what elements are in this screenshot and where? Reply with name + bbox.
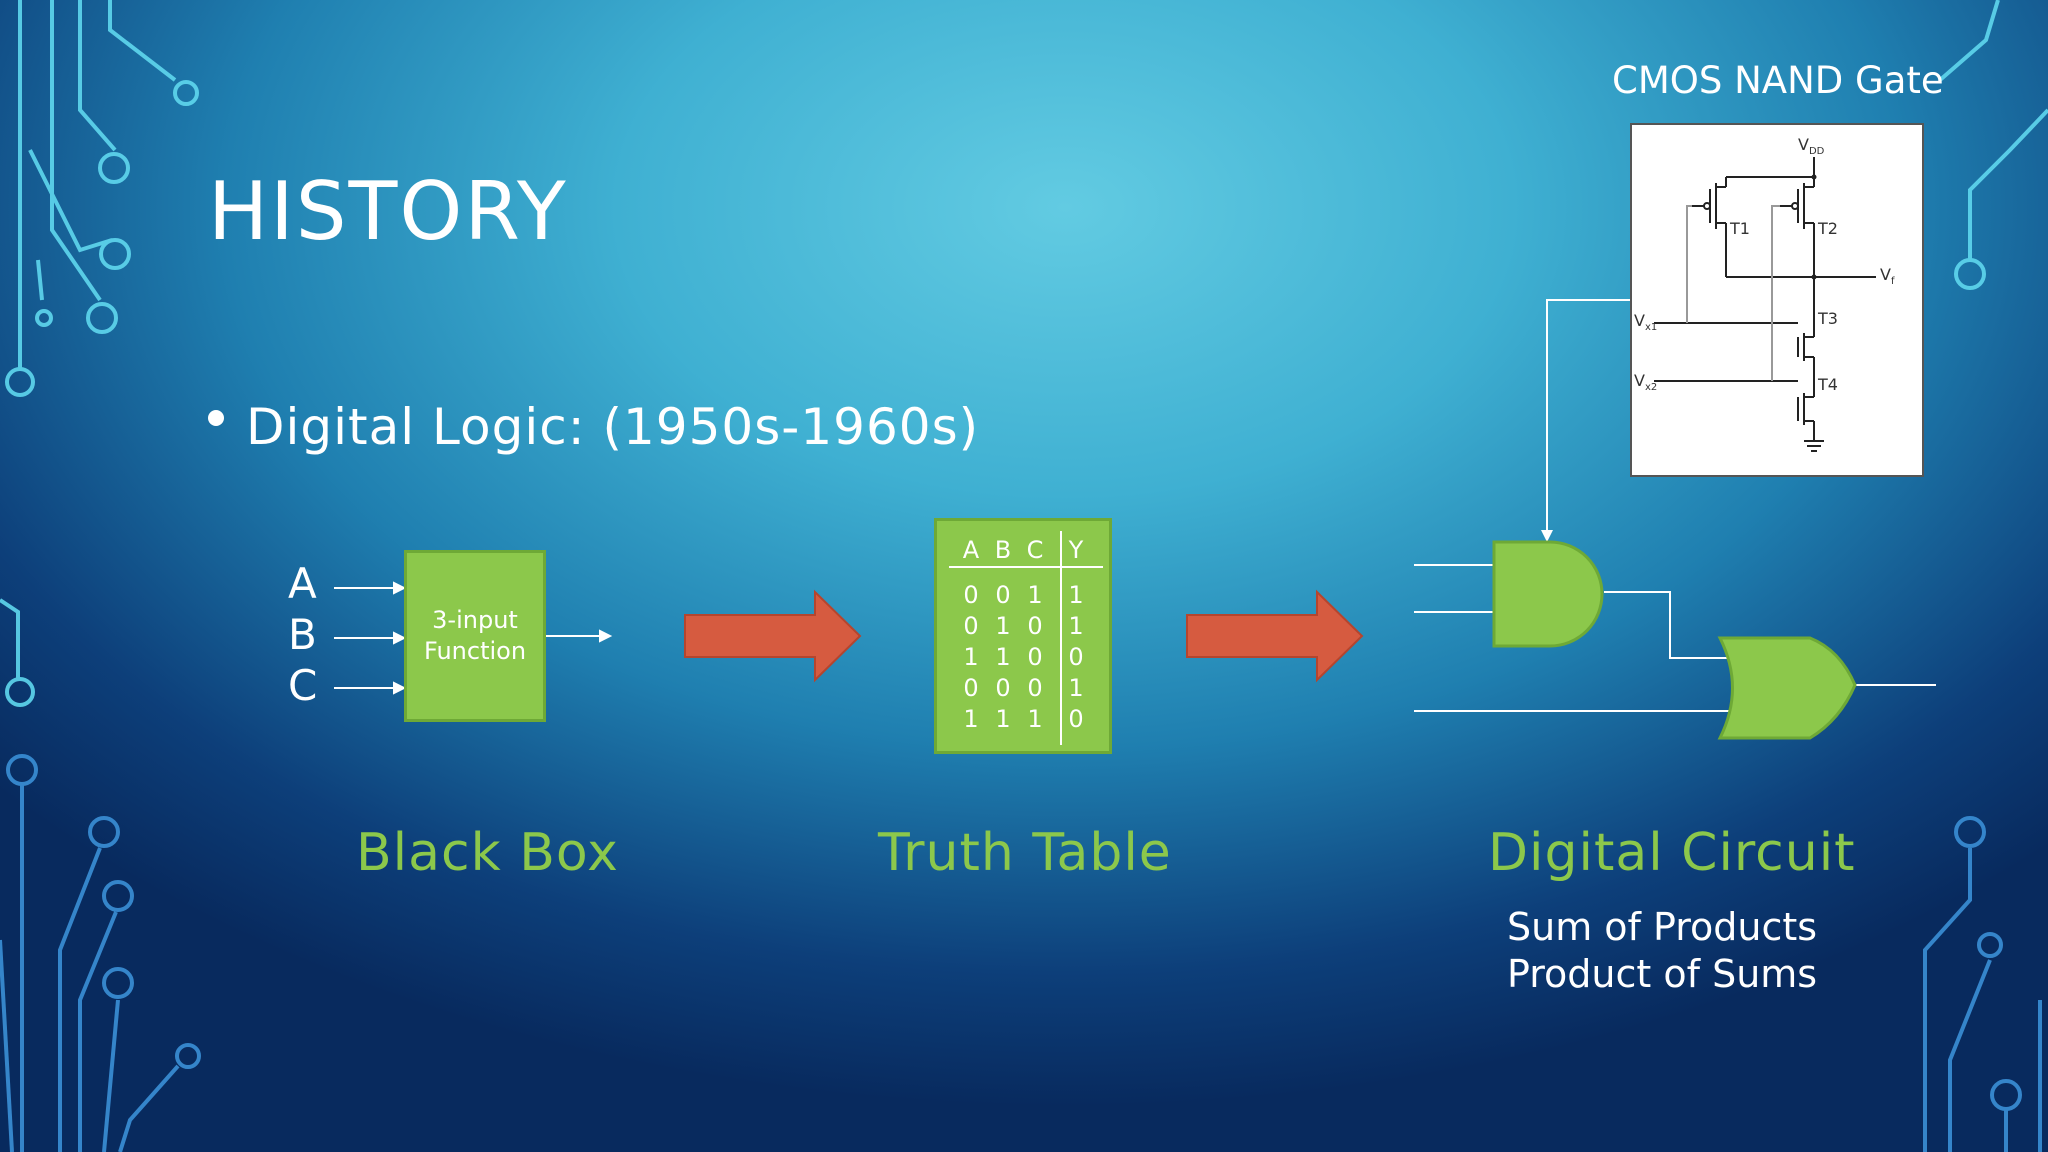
t4-label: T4	[1818, 375, 1838, 394]
truth-table: A B C Y 0 0 1 1 0 1 0 1 1 1 0 0 0 0 0 1 …	[934, 518, 1112, 754]
input-label-b: B	[288, 610, 317, 659]
bullet-text: Digital Logic: (1950s-1960s)	[246, 398, 980, 456]
black-box-line1: 3-input	[432, 605, 518, 634]
tt-header-a: A	[962, 536, 980, 564]
cmos-nand-title: CMOS NAND Gate	[1612, 59, 1944, 102]
black-box-line2: Function	[423, 637, 527, 665]
tt-cell: 1	[995, 643, 1011, 671]
or-gate-icon	[1717, 636, 1857, 740]
tt-header-c: C	[1026, 536, 1044, 564]
sum-of-products-text: Sum of Products	[1507, 905, 1818, 949]
tt-cell: 0	[995, 581, 1011, 609]
tt-cell: 1	[1068, 612, 1084, 640]
t2-label: T2	[1818, 219, 1838, 238]
vx1-label: Vx1	[1634, 311, 1658, 334]
black-box-function: 3-input Function	[404, 550, 546, 722]
and-gate-icon	[1492, 540, 1604, 648]
truth-table-lines	[949, 531, 1103, 745]
tt-cell: 1	[1068, 674, 1084, 702]
tt-header-b: B	[994, 536, 1012, 564]
tt-cell: 0	[963, 674, 979, 702]
black-box-label: Black Box	[356, 823, 619, 883]
cmos-nand-schematic: VDD Vf Vx1 Vx2 T1 T2 T3 T4	[1630, 123, 1924, 477]
bullet-item: Digital Logic: (1950s-1960s)	[208, 402, 979, 452]
arrow-right-icon-1	[684, 589, 862, 683]
truth-table-label: Truth Table	[878, 823, 1172, 883]
vdd-label: VDD	[1798, 135, 1825, 158]
vx2-label: Vx2	[1634, 371, 1658, 394]
tt-cell: 0	[1068, 643, 1084, 671]
tt-cell: 0	[1027, 612, 1043, 640]
arrow-right-icon-2	[1186, 589, 1364, 683]
digital-circuit-label: Digital Circuit	[1488, 823, 1856, 883]
tt-cell: 0	[995, 674, 1011, 702]
product-of-sums-text: Product of Sums	[1507, 952, 1818, 996]
bullet-dot-icon	[208, 410, 224, 426]
tt-header-y: Y	[1068, 536, 1084, 564]
tt-cell: 1	[1027, 581, 1043, 609]
tt-cell: 0	[1027, 643, 1043, 671]
tt-cell: 1	[963, 643, 979, 671]
tt-cell: 1	[995, 612, 1011, 640]
tt-cell: 1	[963, 705, 979, 733]
vy-label: Vf	[1880, 265, 1895, 288]
tt-cell: 0	[1068, 705, 1084, 733]
tt-cell: 1	[1068, 581, 1084, 609]
tt-cell: 1	[1027, 705, 1043, 733]
input-label-a: A	[288, 559, 317, 608]
slide-title: HISTORY	[208, 165, 568, 258]
cmos-schematic-lines	[1654, 157, 1876, 452]
tt-cell: 0	[963, 581, 979, 609]
t3-label: T3	[1818, 309, 1838, 328]
tt-cell: 1	[995, 705, 1011, 733]
input-label-c: C	[288, 661, 318, 710]
tt-cell: 0	[1027, 674, 1043, 702]
tt-cell: 0	[963, 612, 979, 640]
t1-label: T1	[1730, 219, 1750, 238]
